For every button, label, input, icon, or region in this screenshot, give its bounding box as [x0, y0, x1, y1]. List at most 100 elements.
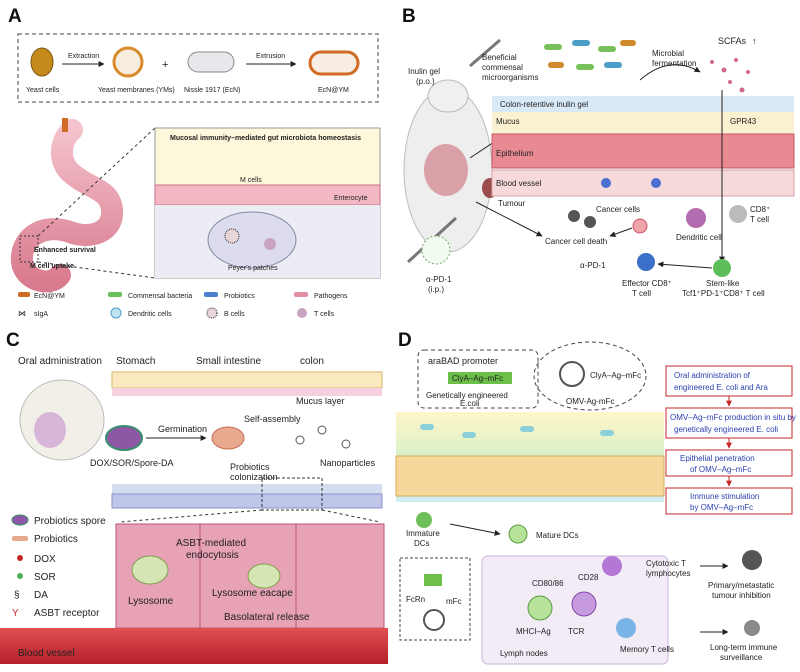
blood-vessel-label-c: Blood vessel	[18, 648, 75, 659]
e-coli-icon	[520, 426, 534, 432]
stem-label-2: Tcf1⁺PD-1⁺CD8⁺ T cell	[682, 289, 765, 298]
omv-ag-label: OMV-Ag-mFc	[566, 397, 614, 406]
ip-label: (i.p.)	[428, 285, 444, 294]
effector-t-cell-icon	[637, 253, 655, 271]
legend-probiotics: Probiotics	[224, 293, 255, 300]
panel-c-letter: C	[6, 330, 20, 351]
mature-dc-icon	[508, 524, 528, 544]
mouse-intestine-c	[34, 412, 66, 448]
mhc-label: MHCI–Ag	[516, 627, 551, 636]
mouse-gut	[424, 144, 468, 196]
fcrn-inset	[399, 557, 471, 641]
panel-a-letter: A	[8, 6, 22, 27]
ecn-ym-legend-icon	[18, 292, 30, 297]
dendritic-cell-icon	[686, 208, 706, 228]
panel-a: A Yeast cells Extraction Yeast membranes…	[8, 6, 381, 319]
legend-spore: Probiotics spore	[34, 516, 106, 527]
dox-sor-label: DOX/SOR/Spore-DA	[90, 458, 174, 468]
arabad-label: araBAD promoter	[428, 356, 498, 366]
fcrn-label: FcRn	[406, 595, 425, 604]
cytotoxic-t-icon	[602, 556, 622, 576]
scfas-label: SCFAs	[718, 36, 747, 46]
dead-cell-icon	[584, 216, 596, 228]
inulin-gel-layer	[492, 96, 794, 112]
extrusion-label: Extrusion	[256, 53, 285, 60]
blood-vessel-c	[0, 628, 388, 664]
tcr-label: TCR	[568, 627, 585, 636]
scfas-up-arrow: ↑	[752, 36, 757, 46]
lysosome-label: Lysosome	[128, 596, 174, 607]
zoom-line-c-right	[321, 509, 381, 523]
cd8-t-label-1: CD8⁺	[750, 205, 770, 214]
germination-label: Germination	[158, 424, 207, 434]
extraction-label: Extraction	[68, 53, 99, 60]
lower-epithelium-band	[111, 493, 383, 509]
colon-label: colon	[300, 356, 324, 367]
asbt-receptor-icon: Y	[12, 608, 19, 619]
legend-t-cells: T cells	[314, 311, 335, 318]
epithelium-layer-b	[491, 133, 795, 169]
nanoparticle-icon	[317, 425, 327, 435]
apd1-antibody-bubble	[421, 235, 451, 265]
effector-label-2: T cell	[632, 289, 651, 298]
tumour-cluster-icon	[742, 550, 762, 570]
step-2-line-2: genetically engineered E. coli	[674, 425, 778, 434]
genetically-label-1: Genetically engineered	[426, 391, 508, 400]
panel-d-letter: D	[398, 330, 412, 351]
lysosome-escape-label: Lysosome eacape	[212, 588, 293, 599]
tumour-label: Tumour	[498, 199, 526, 208]
nanoparticle-icon	[341, 439, 351, 449]
fcrn-receptor-icon	[424, 574, 442, 586]
probiotics-icon	[204, 292, 218, 297]
yeast-cell-icon	[30, 47, 54, 77]
stem-label-1: Stem-like	[706, 279, 740, 288]
cancer-cell-icon	[632, 218, 648, 234]
apd1-label: α-PD-1	[580, 261, 606, 270]
gpr43-label: GPR43	[730, 117, 757, 126]
peyers-patches-label: Peyer's patches	[228, 265, 278, 272]
probiotics-colonization-label-1: Probiotics	[230, 462, 270, 472]
dead-cell-icon	[568, 210, 580, 222]
mfc-label: mFc	[446, 597, 462, 606]
upper-epithelium-band	[111, 371, 383, 389]
blood-cell	[651, 178, 661, 188]
ctl-label-2: lymphocytes	[646, 569, 690, 578]
ctl-label-1: Cytotoxic T	[646, 559, 686, 568]
probiotics-colonization-label-2: colonization	[230, 472, 278, 482]
da-icon: §	[14, 590, 20, 601]
gene-block	[448, 372, 512, 384]
legend-asbt: ASBT receptor	[34, 608, 100, 619]
lymph-nodes-label: Lymph nodes	[500, 649, 548, 658]
synthesis-box	[17, 33, 379, 103]
blood-cell	[601, 178, 611, 188]
mature-label: Mature DCs	[536, 531, 579, 540]
nissle-label: Nissle 1917 (EcN)	[184, 87, 240, 94]
b-cell-icon	[224, 228, 240, 244]
beneficial-label-1: Beneficial	[482, 53, 517, 62]
memory-t-icon	[616, 618, 636, 638]
enhanced-survival-label: Enhanced survival	[34, 247, 96, 254]
step-box-3	[665, 449, 793, 477]
scfa-dots	[710, 58, 750, 93]
dendritic-cells-icon	[110, 307, 122, 319]
omv-icon	[559, 361, 585, 387]
step-3-line-2: of OMV–Ag–mFc	[690, 465, 751, 474]
asbt-endocytosis-label-2: endocytosis	[186, 550, 239, 561]
legend-da: DA	[34, 590, 48, 601]
fermentation-arrow	[639, 64, 701, 81]
m-cell-uptake-label: M cell uptake	[30, 263, 74, 270]
step-box-1	[665, 365, 793, 397]
legend-dendritic: Dendritic cells	[128, 311, 172, 318]
microbe-cluster	[544, 40, 636, 70]
lysosome-escape-icon	[247, 563, 281, 589]
ecn-ym-icon	[308, 50, 360, 76]
stomach-label: Stomach	[116, 356, 155, 367]
basolateral-label: Basolateral release	[224, 612, 310, 623]
microbial-label-1: Microbial	[652, 49, 684, 58]
step-boxes: Oral administration of engineered E. col…	[665, 365, 796, 515]
cancer-cells-label: Cancer cells	[596, 205, 640, 214]
tumour-to-death-arrow	[475, 201, 543, 237]
inulin-po-label: (p.o.)	[416, 77, 435, 86]
immature-dc-icon	[416, 512, 432, 528]
e-coli-icon	[600, 430, 614, 436]
